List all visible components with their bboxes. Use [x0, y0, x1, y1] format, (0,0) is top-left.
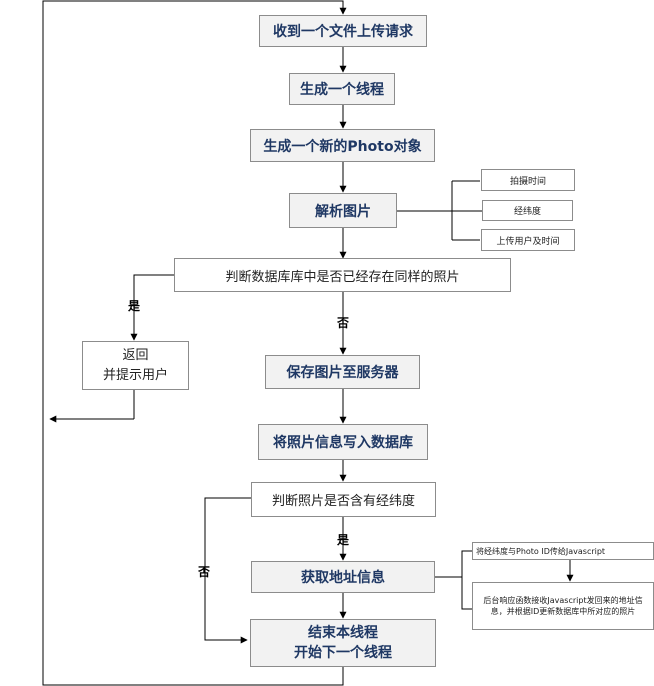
uploader-time-box: 上传用户及时间: [481, 229, 575, 251]
check-duplicate-label: 判断数据库库中是否已经存在同样的照片: [225, 269, 460, 285]
save-to-server-label: 保存图片至服务器: [286, 365, 399, 381]
get-address-box: 获取地址信息: [251, 561, 435, 593]
check-latlng-box: 判断照片是否含有经纬度: [251, 482, 436, 517]
new-photo-object-label: 生成一个新的Photo对象: [263, 138, 422, 155]
end-thread-line1: 结束本线程: [308, 625, 378, 641]
callback-label: 后台响应函数接收Javascript发回来的地址信息，并根据ID更新数据库中所对…: [483, 596, 643, 616]
latlng-box: 经纬度: [482, 200, 573, 221]
return-to-user-line2: 并提示用户: [102, 367, 168, 383]
save-to-server-box: 保存图片至服务器: [265, 355, 420, 389]
end-thread-box: 结束本线程 开始下一个线程: [250, 619, 436, 667]
parse-image-box: 解析图片: [289, 193, 397, 228]
receive-request-box: 收到一个文件上传请求: [259, 15, 427, 47]
return-to-user-box: 返回 并提示用户: [82, 341, 189, 390]
spawn-thread-label: 生成一个线程: [300, 82, 384, 98]
no-latlng-label: 否: [198, 565, 211, 579]
yes-duplicate-label: 是: [128, 299, 141, 313]
end-thread-line2: 开始下一个线程: [294, 645, 392, 661]
callback-box: 后台响应函数接收Javascript发回来的地址信息，并根据ID更新数据库中所对…: [472, 582, 654, 630]
write-to-db-label: 将照片信息写入数据库: [273, 435, 413, 451]
shot-time-box: 拍摄时间: [481, 169, 575, 191]
yes-latlng-label: 是: [337, 533, 350, 547]
get-address-label: 获取地址信息: [301, 570, 385, 586]
check-latlng-label: 判断照片是否含有经纬度: [271, 494, 415, 509]
parse-image-label: 解析图片: [315, 203, 371, 220]
return-to-user-line1: 返回: [122, 347, 149, 363]
shot-time-label: 拍摄时间: [509, 176, 546, 187]
send-to-js-label: 将经纬度与Photo ID传给Javascript: [476, 546, 606, 556]
write-to-db-box: 将照片信息写入数据库: [258, 424, 428, 460]
latlng-label: 经纬度: [513, 207, 541, 217]
spawn-thread-box: 生成一个线程: [289, 73, 395, 105]
check-duplicate-box: 判断数据库库中是否已经存在同样的照片: [174, 258, 511, 292]
new-photo-object-box: 生成一个新的Photo对象: [250, 129, 435, 162]
no-duplicate-label: 否: [337, 316, 350, 330]
receive-request-label: 收到一个文件上传请求: [273, 24, 413, 40]
send-to-js-box: 将经纬度与Photo ID传给Javascript: [472, 542, 654, 560]
uploader-time-label: 上传用户及时间: [496, 236, 560, 247]
